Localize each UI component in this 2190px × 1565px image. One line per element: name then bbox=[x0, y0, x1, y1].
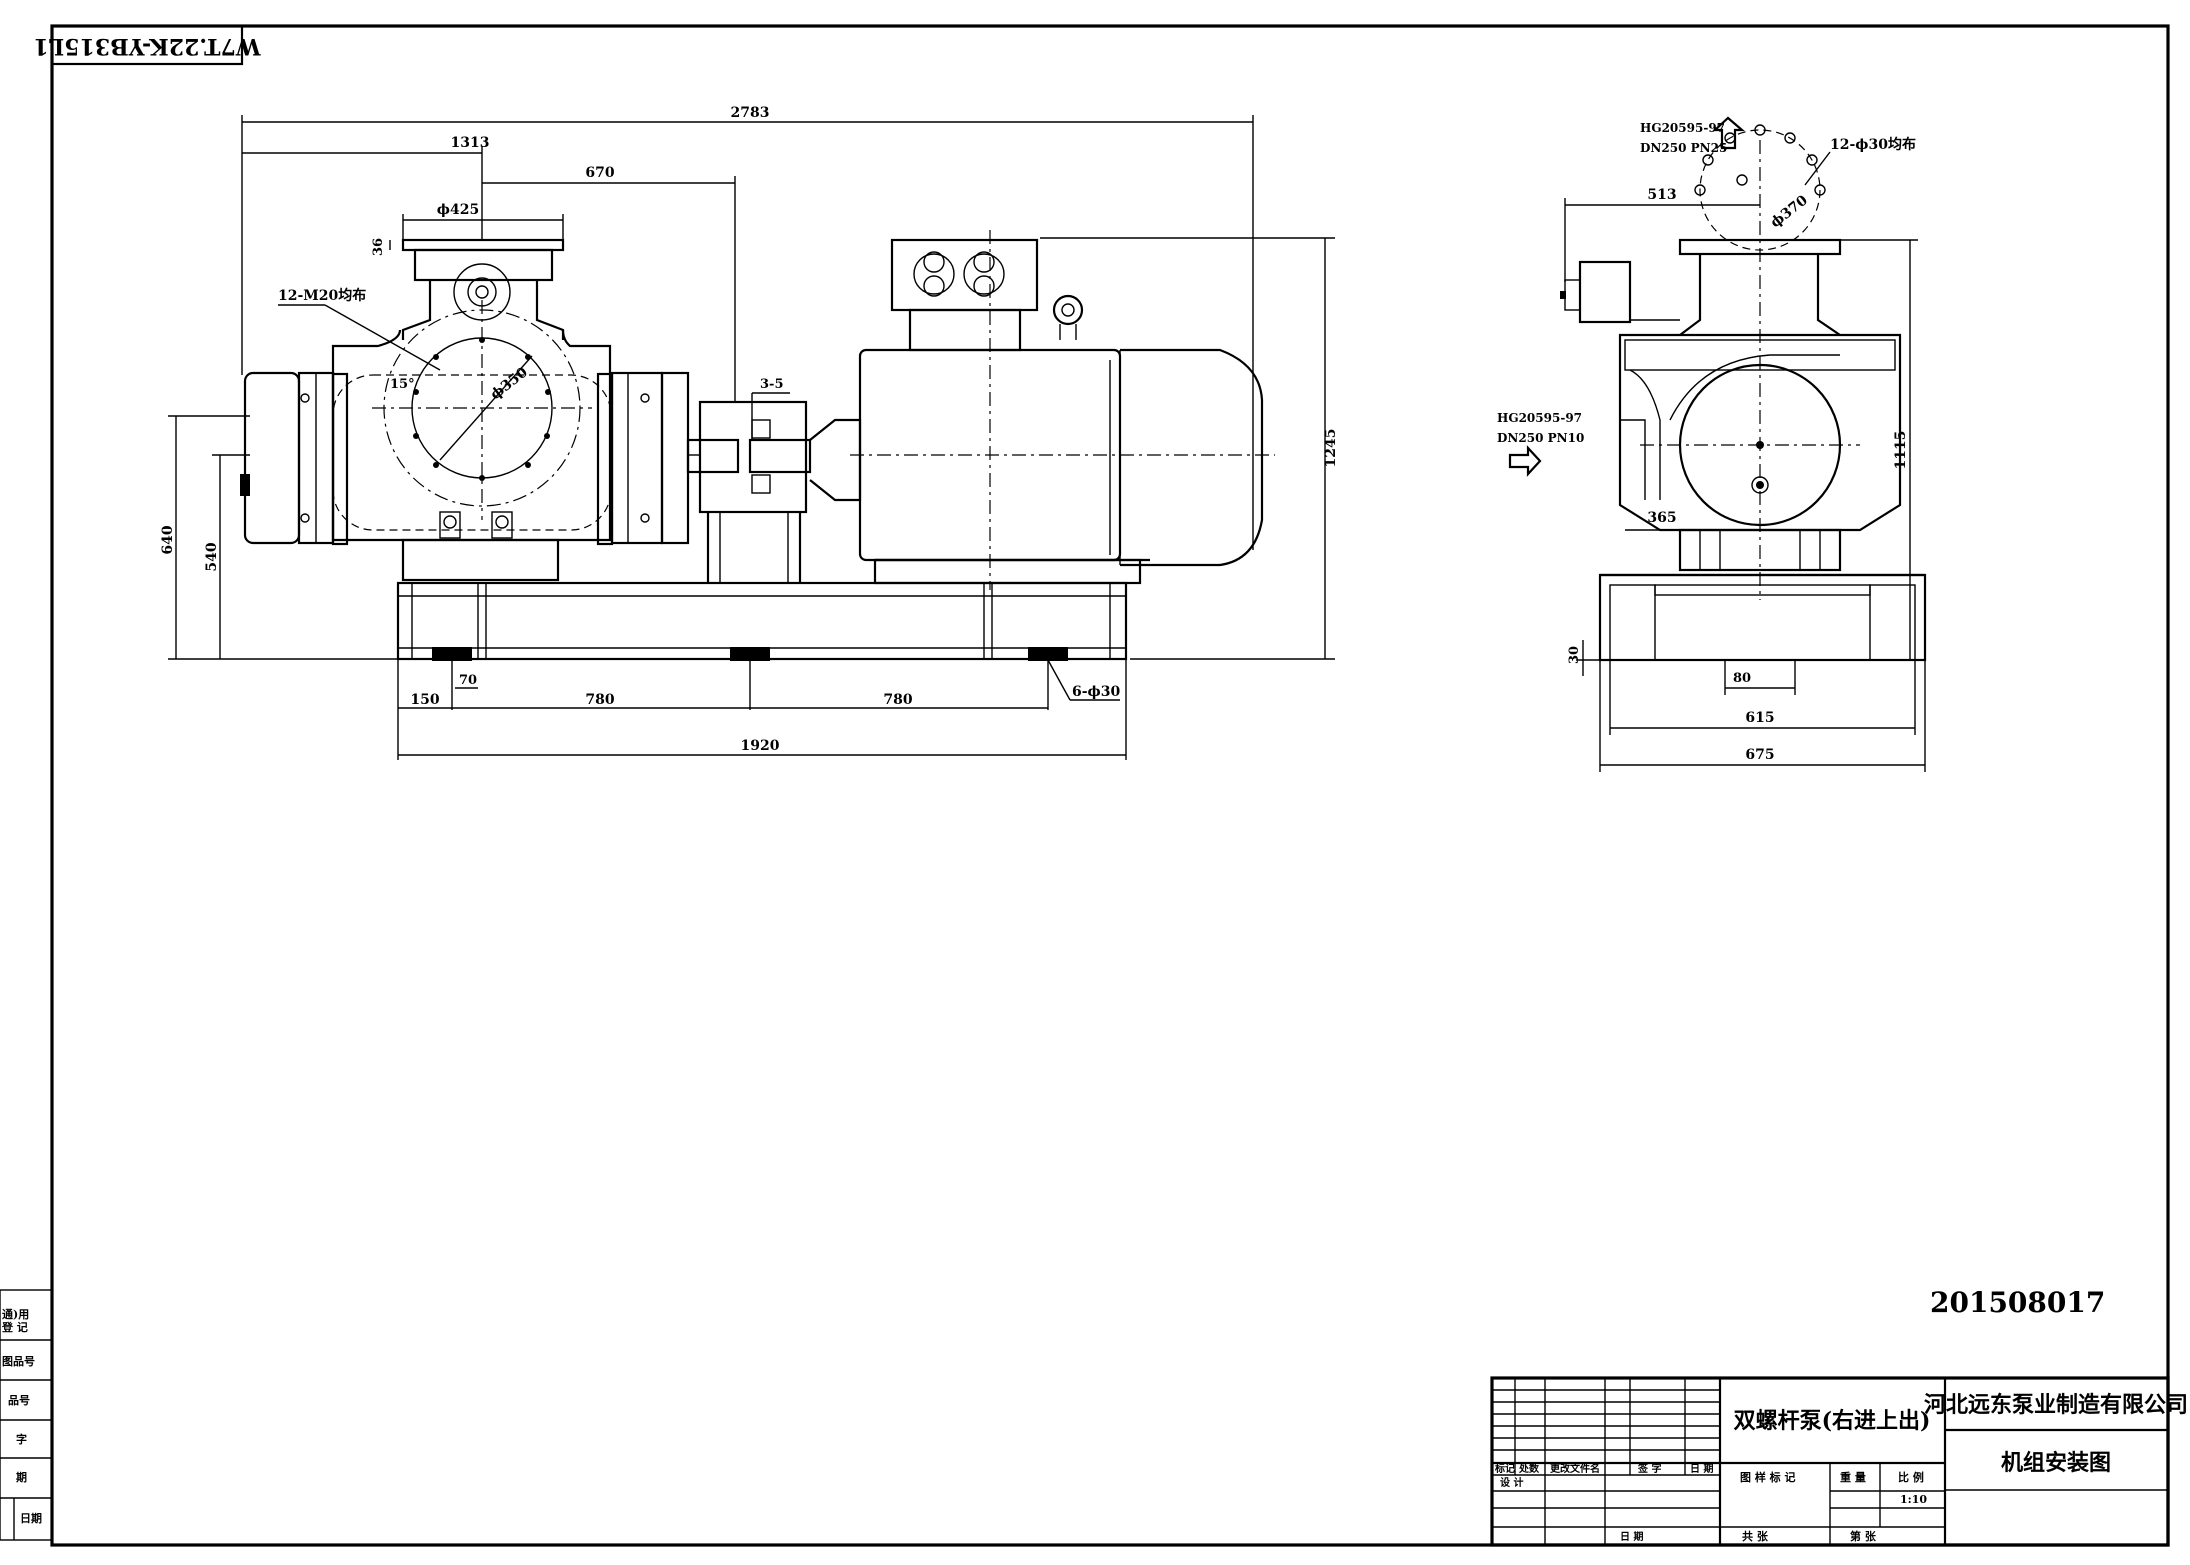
dim-inlet-offset: 1313 bbox=[451, 135, 490, 151]
design-label: 设 计 bbox=[1500, 1476, 1523, 1489]
front-dimensions: 2783 1313 670 ϕ425 36 12-M20均布 ϕ350 15° … bbox=[160, 105, 1339, 760]
inlet-std: HG20595-97 bbox=[1497, 411, 1582, 425]
dim-base-holes: 6-ϕ30 bbox=[1072, 684, 1120, 700]
dim-angle: 15° bbox=[390, 377, 415, 392]
dim-pitch-a: 780 bbox=[585, 692, 614, 708]
weight-label: 重 量 bbox=[1840, 1470, 1866, 1484]
dim-edge-150: 150 bbox=[410, 692, 439, 708]
motor bbox=[809, 230, 1275, 590]
outlet-arrow bbox=[1712, 116, 1745, 150]
side-dim-80: 80 bbox=[1733, 671, 1751, 686]
dim-outlet-height: 640 bbox=[160, 525, 176, 554]
side-dim-1115: 1115 bbox=[1893, 431, 1909, 470]
outlet-std: HG20595-97 bbox=[1640, 121, 1725, 135]
dim-total-length: 2783 bbox=[731, 105, 770, 121]
base-frame bbox=[396, 581, 1128, 661]
inlet-arrow bbox=[1508, 445, 1542, 477]
drawing-number: 201508017 bbox=[1930, 1286, 2105, 1319]
scale-label: 比 例 bbox=[1898, 1470, 1924, 1484]
rev-h-3: 签 字 bbox=[1637, 1462, 1661, 1475]
sheet-no: 第 张 bbox=[1850, 1529, 1877, 1543]
scale-value: 1:10 bbox=[1900, 1493, 1927, 1506]
rev-h-1: 处数 bbox=[1518, 1462, 1540, 1475]
side-dim-675: 675 bbox=[1745, 747, 1774, 763]
side-row-1: 图品号 bbox=[2, 1355, 35, 1368]
left-end-cap bbox=[240, 371, 335, 545]
dim-flange-dia: ϕ425 bbox=[437, 202, 479, 218]
dim-total-height: 1245 bbox=[1323, 429, 1339, 468]
side-record-table: 通)用登 记 图品号 品号 字 期 日期 bbox=[0, 1289, 53, 1541]
drawing-title: 机组安装图 bbox=[2001, 1450, 2111, 1476]
rev-h-0: 标记 bbox=[1494, 1462, 1515, 1475]
side-row-0: 通)用登 记 bbox=[1, 1308, 29, 1334]
rev-h-4: 日 期 bbox=[1690, 1462, 1713, 1475]
side-dim-30: 30 bbox=[1567, 646, 1582, 664]
front-view: 2783 1313 670 ϕ425 36 12-M20均布 ϕ350 15° … bbox=[160, 105, 1339, 760]
side-dim-513: 513 bbox=[1647, 187, 1676, 203]
side-row-3: 字 bbox=[16, 1432, 27, 1446]
dim-shaft-height: 540 bbox=[204, 542, 220, 571]
side-row-5: 日期 bbox=[20, 1511, 42, 1525]
company-name: 河北远东泵业制造有限公司 bbox=[1924, 1392, 2188, 1418]
side-dim-bolt-circle: ϕ370 bbox=[1768, 192, 1811, 231]
dim-bolt-70: 70 bbox=[459, 673, 477, 688]
product-name: 双螺杆泵(右进上出) bbox=[1734, 1408, 1931, 1434]
side-row-2: 品号 bbox=[8, 1394, 30, 1407]
coupling bbox=[686, 400, 812, 583]
sheet-border bbox=[50, 24, 2170, 1547]
side-view: HG20595-97 DN250 PN25 HG20595-97 DN250 P… bbox=[1497, 116, 1927, 772]
date-label: 日 期 bbox=[1620, 1530, 1643, 1543]
dim-flange-thk: 36 bbox=[371, 238, 386, 256]
sheets-total: 共 张 bbox=[1742, 1529, 1769, 1543]
side-dim-holes: 12-ϕ30均布 bbox=[1830, 136, 1916, 153]
side-dim-615: 615 bbox=[1745, 710, 1774, 726]
pump-casing bbox=[331, 238, 614, 582]
right-end-bearing bbox=[610, 371, 700, 545]
dim-gap: 3-5 bbox=[760, 377, 784, 392]
side-row-4: 期 bbox=[16, 1470, 27, 1484]
drawing-code: W7T.22K-YB315L1 bbox=[33, 33, 261, 59]
dim-bolt-spec: 12-M20均布 bbox=[278, 287, 366, 304]
outlet-rating: DN250 PN25 bbox=[1640, 141, 1727, 155]
dim-bolt-circle: ϕ350 bbox=[488, 364, 531, 403]
dim-pitch-b: 780 bbox=[883, 692, 912, 708]
rev-h-2: 更改文件名 bbox=[1550, 1462, 1600, 1475]
drawing-code-box: W7T.22K-YB315L1 bbox=[33, 24, 262, 66]
dim-base-length: 1920 bbox=[741, 738, 780, 754]
title-block: 标记 处数 更改文件名 签 字 日 期 设 计 日 期 双螺杆泵(右进上出) 河… bbox=[1490, 1376, 2188, 1547]
inlet-rating: DN250 PN10 bbox=[1497, 431, 1584, 445]
stage-label: 图 样 标 记 bbox=[1740, 1470, 1796, 1484]
side-dim-365: 365 bbox=[1647, 510, 1676, 526]
dim-coupling-offset: 670 bbox=[585, 165, 614, 181]
